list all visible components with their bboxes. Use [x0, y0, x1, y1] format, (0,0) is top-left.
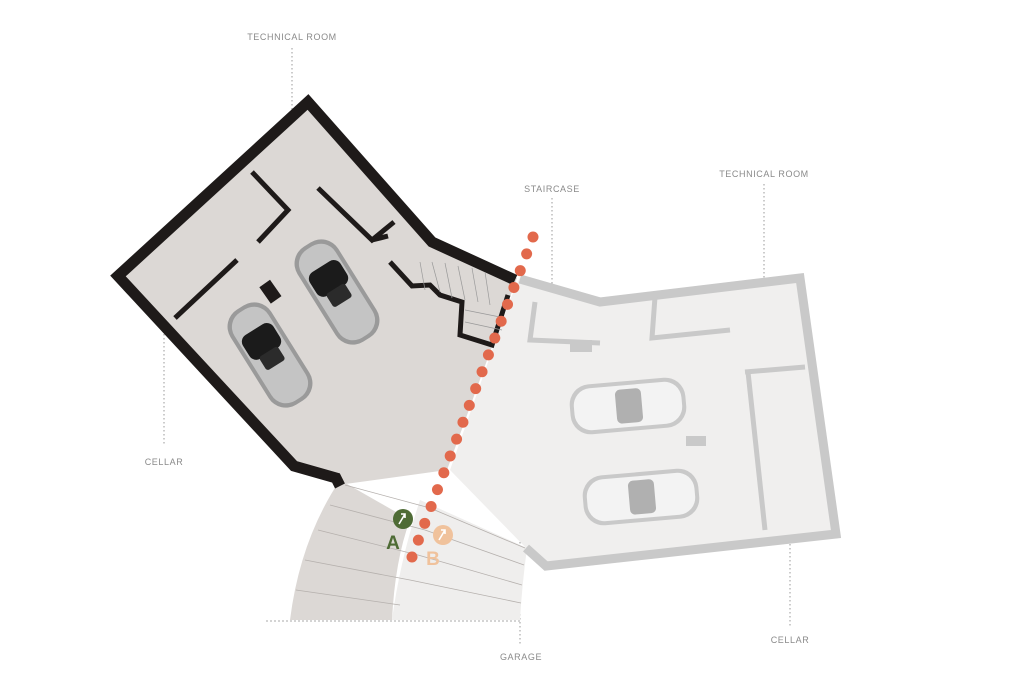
divider-dot	[412, 534, 424, 546]
divider-dot	[425, 500, 437, 512]
divider-dot	[463, 399, 475, 411]
divider-dot	[495, 315, 507, 327]
divider-dot	[527, 231, 539, 243]
car-right-2	[582, 468, 700, 526]
divider-dot	[482, 349, 494, 361]
divider-dot	[514, 265, 526, 277]
divider-dot	[419, 517, 431, 529]
label-garage: GARAGE	[499, 652, 543, 662]
car-right-1	[569, 377, 687, 435]
divider-dotted-line	[406, 231, 539, 563]
divider-dot	[438, 467, 450, 479]
marker-b-label: B	[426, 549, 440, 570]
label-cellar-left: CELLAR	[144, 457, 184, 467]
divider-dot	[444, 450, 456, 462]
divider-dot	[406, 551, 418, 563]
divider-dot	[489, 332, 501, 344]
marker-a-label: A	[386, 533, 400, 554]
ramp	[266, 480, 527, 622]
marker-b-icon[interactable]	[433, 525, 453, 545]
divider-dot	[521, 248, 533, 260]
divider-dot	[470, 383, 482, 395]
divider-dot	[431, 484, 443, 496]
label-cellar-right: CELLAR	[770, 635, 810, 645]
label-staircase: STAIRCASE	[524, 184, 580, 194]
marker-a-icon[interactable]	[393, 509, 413, 529]
car-left-2	[294, 239, 380, 345]
divider-dot	[451, 433, 463, 445]
car-left-1	[227, 302, 313, 408]
label-technical-room-left: TECHNICAL ROOM	[247, 32, 337, 42]
divider-dot	[457, 416, 469, 428]
label-technical-room-right: TECHNICAL ROOM	[719, 169, 809, 179]
divider-dot	[502, 298, 514, 310]
divider-dot	[508, 282, 520, 294]
divider-dot	[476, 366, 488, 378]
